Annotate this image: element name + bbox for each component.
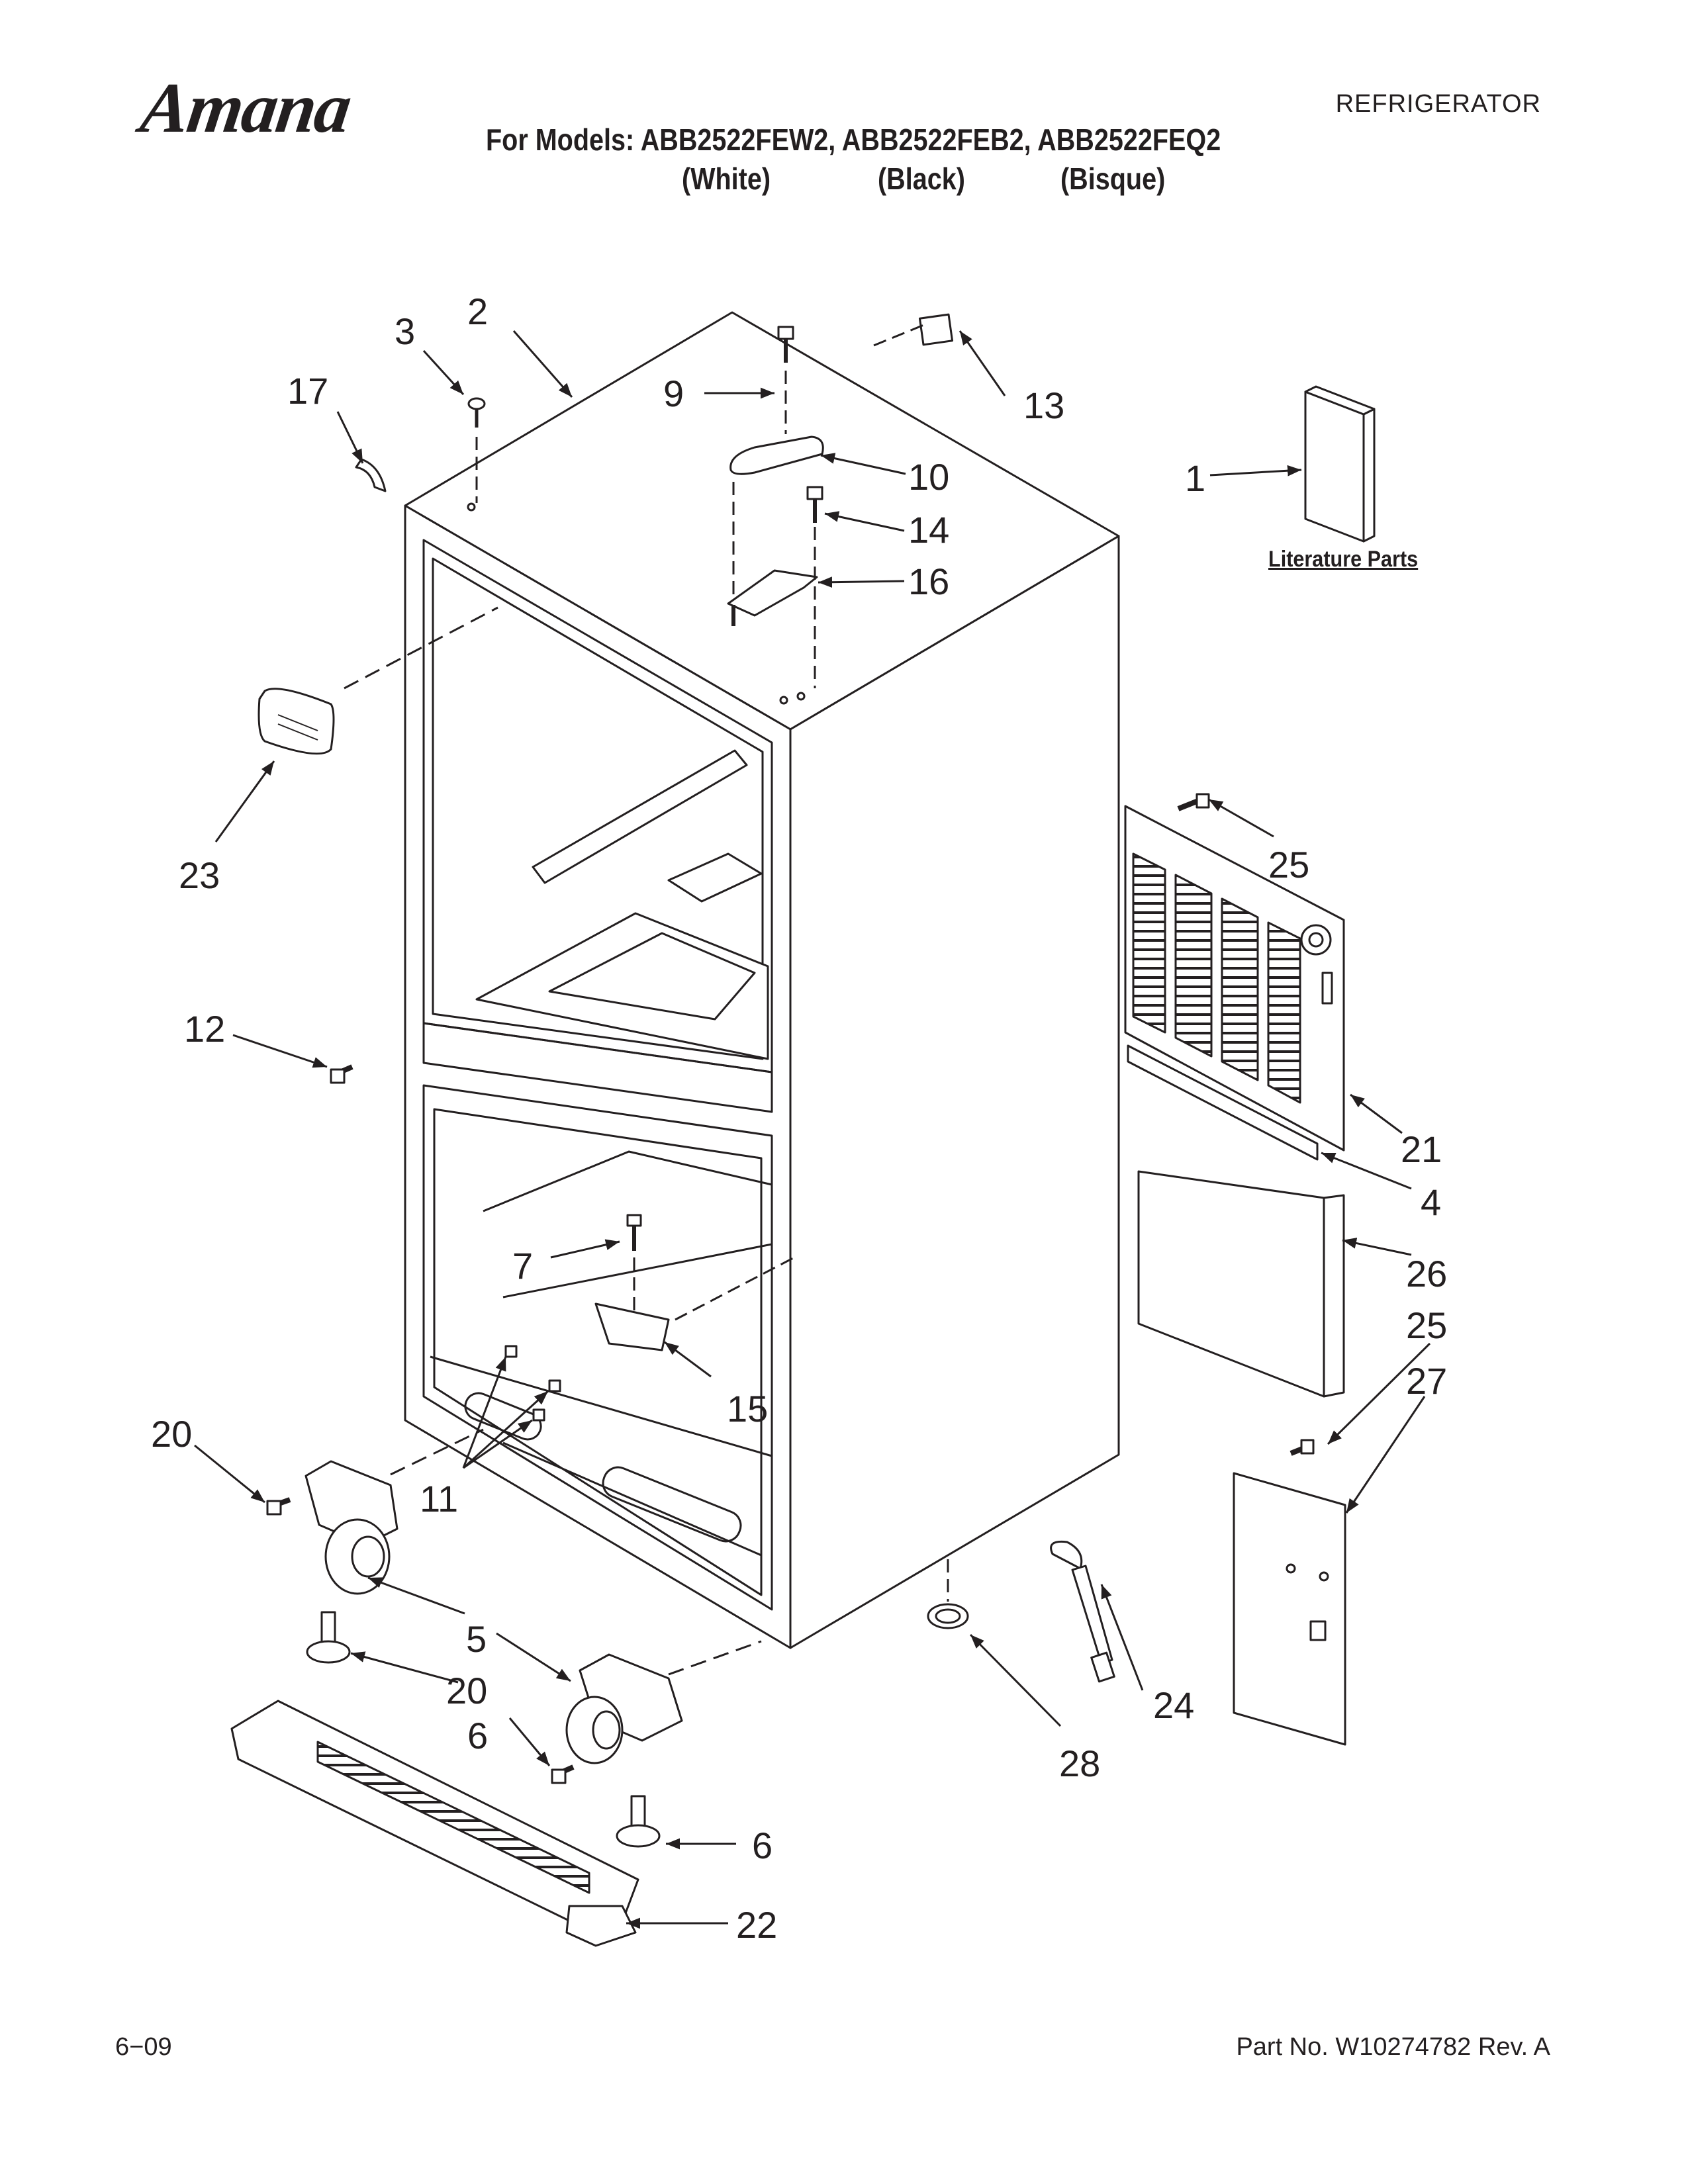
callout-2: 2 xyxy=(467,291,488,332)
screw-12 xyxy=(330,1064,353,1084)
grommet xyxy=(927,1559,969,1629)
callout-27: 27 xyxy=(1406,1360,1447,1402)
literature-booklet xyxy=(1304,385,1376,543)
left-roller-assembly xyxy=(305,1428,484,1595)
cabinet-shell xyxy=(404,311,1120,1649)
callout-5: 5 xyxy=(466,1618,487,1660)
callout-14: 14 xyxy=(908,509,949,551)
callout-9: 9 xyxy=(663,373,684,414)
callout-4: 4 xyxy=(1421,1181,1441,1223)
callout-numbers: 2 3 17 9 13 10 14 16 1 23 12 25 21 4 26 … xyxy=(151,291,1447,1946)
screws-20 xyxy=(266,1497,575,1784)
callout-20-left: 20 xyxy=(151,1413,192,1455)
callout-24: 24 xyxy=(1153,1684,1194,1726)
screw-25-upper xyxy=(1177,793,1210,811)
literature-parts-label: Literature Parts xyxy=(1268,547,1419,572)
leveling-legs xyxy=(306,1611,661,1848)
callout-6-right: 6 xyxy=(752,1825,773,1866)
toe-grille xyxy=(230,1700,639,1947)
callout-13: 13 xyxy=(1023,385,1064,426)
callout-26: 26 xyxy=(1406,1253,1447,1295)
part-number: Part No. W10274782 Rev. A xyxy=(1236,2033,1550,2061)
small-parts-top-left xyxy=(355,397,486,503)
callout-leaders xyxy=(194,330,1431,1929)
color-black: (Black) xyxy=(878,161,965,196)
models-line: For Models: ABB2522FEW2, ABB2522FEB2, AB… xyxy=(486,122,1221,157)
callout-17: 17 xyxy=(287,370,328,412)
cover-plate xyxy=(1233,1439,1346,1746)
callout-22: 22 xyxy=(736,1904,777,1946)
top-hinge-parts xyxy=(727,326,824,688)
callout-10: 10 xyxy=(908,456,949,498)
callout-6-left: 6 xyxy=(467,1715,488,1756)
rear-grille xyxy=(1124,805,1345,1398)
callout-21: 21 xyxy=(1401,1128,1442,1170)
callout-20-right: 20 xyxy=(446,1670,487,1711)
callout-16: 16 xyxy=(908,561,949,602)
color-white: (White) xyxy=(682,161,771,196)
callout-7: 7 xyxy=(512,1245,533,1287)
callout-11: 11 xyxy=(420,1478,458,1520)
label-sticker xyxy=(918,313,954,346)
callout-1: 1 xyxy=(1185,457,1205,499)
screws-11 xyxy=(504,1345,561,1422)
callout-23: 23 xyxy=(179,854,220,896)
drain-tube xyxy=(1050,1540,1115,1683)
revision-date: 6−09 xyxy=(115,2033,172,2061)
callout-12: 12 xyxy=(184,1008,225,1050)
right-roller-assembly xyxy=(565,1640,762,1764)
callout-28: 28 xyxy=(1059,1743,1100,1784)
lower-hinge-parts xyxy=(594,1214,795,1351)
callout-25-upper: 25 xyxy=(1268,844,1309,886)
callout-15: 15 xyxy=(727,1388,768,1430)
document-type: REFRIGERATOR xyxy=(1335,90,1541,118)
color-bisque: (Bisque) xyxy=(1060,161,1166,196)
callout-25-lower: 25 xyxy=(1406,1304,1447,1346)
callout-3: 3 xyxy=(395,310,415,352)
control-panel xyxy=(258,606,498,755)
